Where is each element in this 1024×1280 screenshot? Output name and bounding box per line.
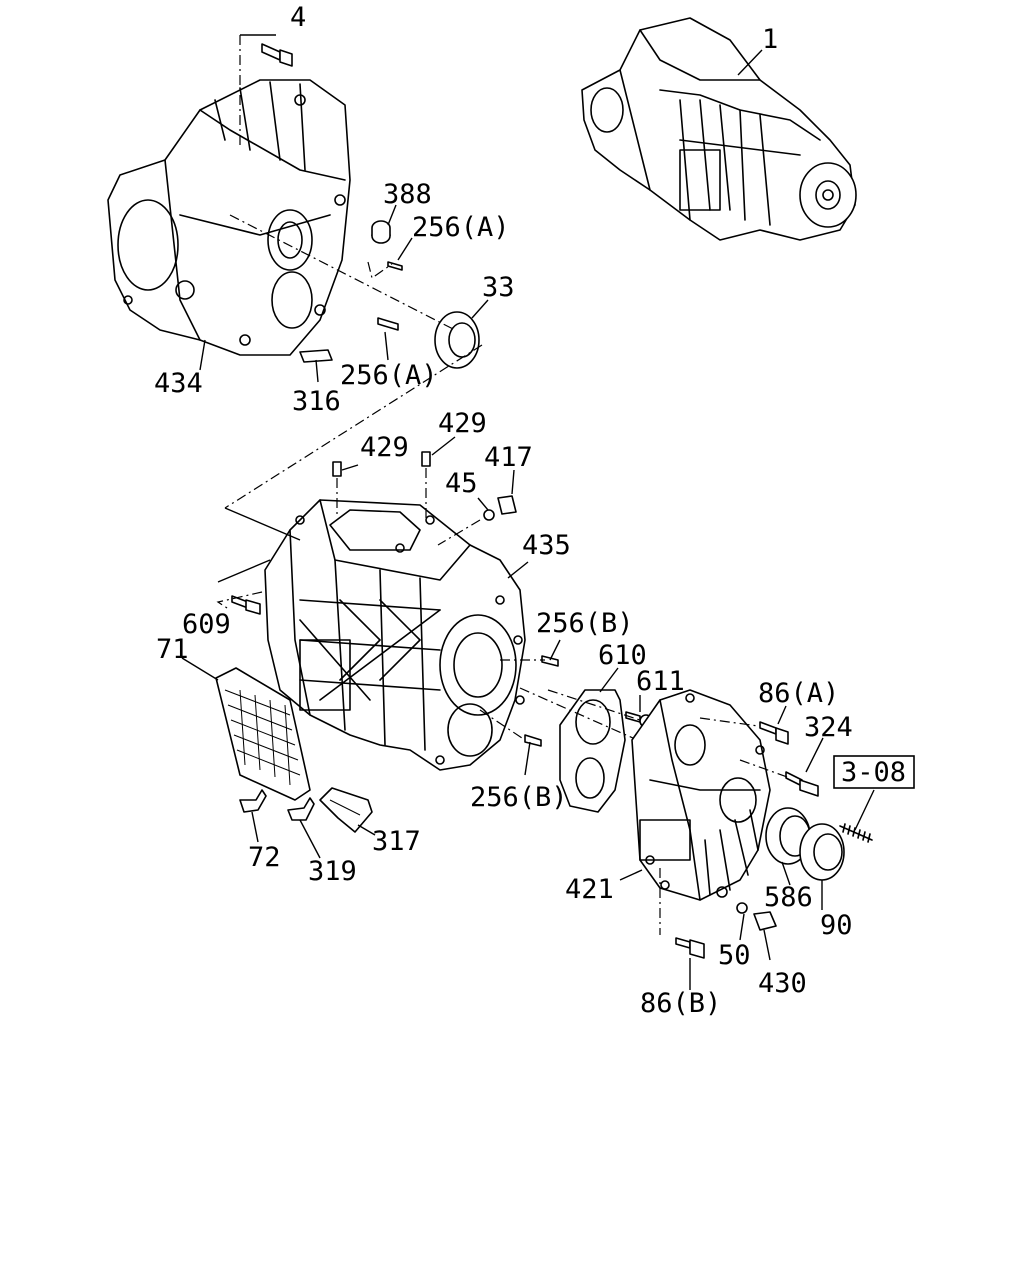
callout-430: 430 [758,968,807,999]
bolt-319 [287,797,315,821]
stud-reference [839,823,873,843]
clutch-housing-434 [107,79,351,356]
bolt-609 [231,595,261,615]
transmission-assembly-1 [581,17,857,241]
bolt-86a [759,721,789,745]
callout-434: 434 [154,368,203,399]
callout-435: 435 [522,530,571,561]
dowel-pin-256b-lower [524,734,542,747]
callout-609: 609 [182,609,231,640]
bolt-324 [785,771,819,797]
bolt-4 [261,43,293,67]
bushing-388 [371,220,391,244]
callout-86a: 86(A) [758,678,839,709]
pin-429-right [421,451,431,467]
callout-324: 324 [804,712,853,743]
plate-316 [299,349,333,363]
callout-256a-top: 256(A) [412,212,510,243]
extension-housing-421 [631,689,771,901]
reference-box [833,755,915,789]
callout-256a-bottom: 256(A) [340,360,438,391]
callout-256b-bottom: 256(B) [470,782,568,813]
callout-429-left: 429 [360,432,409,463]
leader-lines [181,204,824,990]
gasket-610 [559,689,626,813]
callout-316: 316 [292,386,341,417]
callout-610: 610 [598,640,647,671]
callout-50: 50 [718,940,751,971]
callout-256b-top: 256(B) [536,608,634,639]
seal-90 [799,823,845,881]
callout-586: 586 [764,882,813,913]
callout-388: 388 [383,179,432,210]
plug-417 [497,495,517,515]
reference-box-label: 3-08 [841,757,906,788]
gasket-317 [319,787,373,833]
callout-33: 33 [482,272,515,303]
callout-421: 421 [565,874,614,905]
callout-429-right: 429 [438,408,487,439]
callout-1: 1 [762,24,778,55]
dowel-pin-256a-upper [387,261,403,271]
dowel-pin-256b-upper [541,655,559,667]
oil-seal-33 [434,311,480,369]
callout-72: 72 [248,842,281,873]
pin-429-left [332,461,342,477]
o-ring-45 [483,509,495,521]
cover-plate-71 [215,667,311,801]
callout-417: 417 [484,442,533,473]
callout-317: 317 [372,826,421,857]
washer-50 [736,902,748,914]
callout-4: 4 [290,2,306,33]
callout-45: 45 [445,468,478,499]
bolt-86b [675,937,705,959]
plug-430 [753,911,777,931]
callout-611: 611 [636,666,685,697]
callout-86b: 86(B) [640,988,721,1019]
transmission-case-435 [264,499,526,771]
dowel-pin-256a-lower [377,317,399,331]
callout-90: 90 [820,910,853,941]
callout-319: 319 [308,856,357,887]
callout-71: 71 [156,634,189,665]
bolt-72 [239,789,267,813]
